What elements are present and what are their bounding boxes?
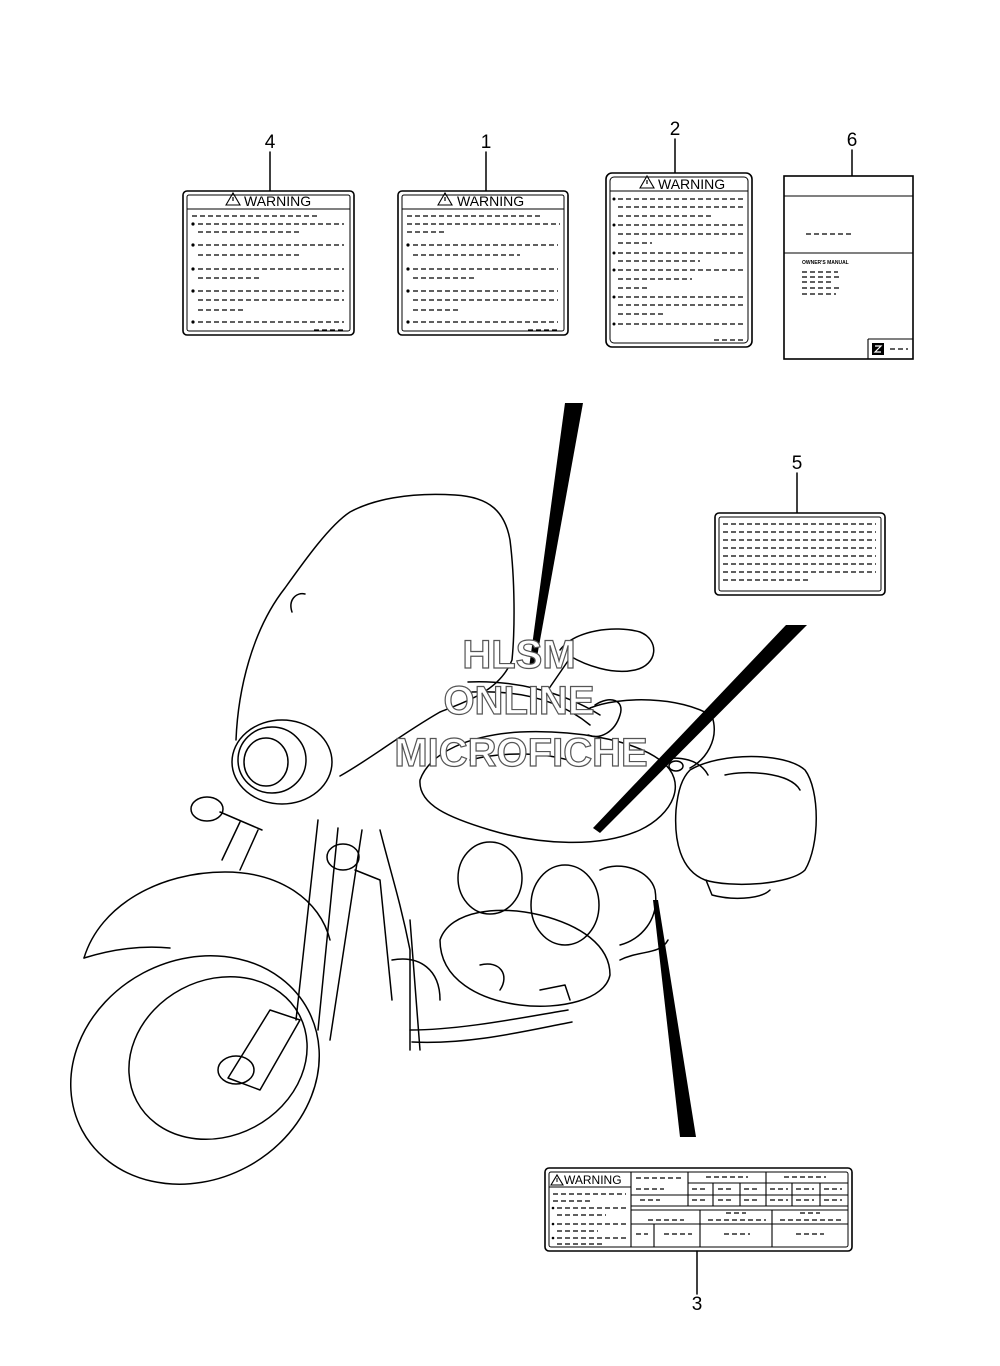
callout-number-3: 3 [692,1294,703,1315]
callout-number-5: 5 [792,453,803,474]
callout-number-4: 4 [265,132,276,153]
label-1[interactable]: 1 WARNING [397,132,569,336]
manual-title: OWNER'S MANUAL [802,260,849,266]
callout-number-1: 1 [481,132,492,153]
watermark: HLSM ONLINE MICROFICHE [394,632,649,775]
leader-arrow-label-3 [653,900,696,1137]
watermark-line-3: MICROFICHE [394,731,647,775]
warning-triangle-icon [437,191,453,206]
warning-triangle-icon [225,191,241,206]
warning-triangle-icon [550,1173,564,1186]
label-3[interactable]: WARNING [544,1167,853,1315]
leader-arrow-label-2 [593,625,807,833]
callout-number-6: 6 [847,130,858,151]
watermark-line-2: ONLINE [443,679,594,723]
watermark-line-1: HLSM [462,633,575,677]
owners-manual[interactable]: 6 OWNER'S MANUAL [783,130,914,360]
motorcycle-illustration [69,493,817,1185]
warning-heading: WARNING [658,176,725,192]
warning-heading: WARNING [564,1173,622,1187]
label-2[interactable]: 2 WARNING [605,119,753,348]
leader-arrow-label-1 [529,403,583,668]
warning-triangle-icon [639,174,655,189]
suzuki-logo-icon [872,343,884,355]
label-5[interactable]: 5 [714,453,886,596]
label-4[interactable]: 4 WARNING [182,132,355,336]
warning-heading: WARNING [457,193,524,209]
callout-number-2: 2 [670,119,681,140]
warning-heading: WARNING [244,193,311,209]
